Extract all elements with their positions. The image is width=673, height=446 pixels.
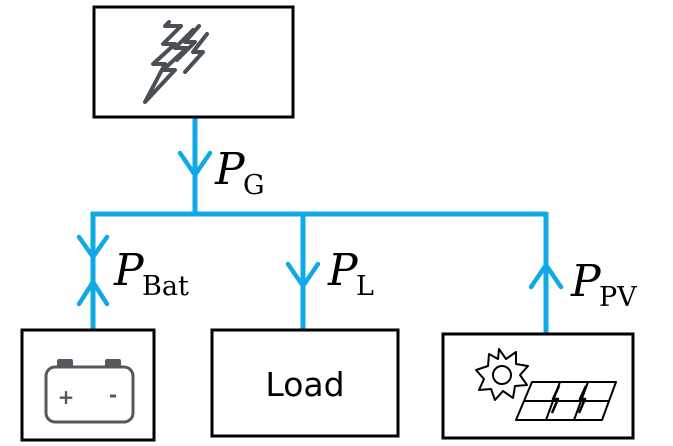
load-box-label: Load — [265, 365, 344, 404]
battery-power-label: P Bat — [113, 245, 189, 302]
pv-power-subscript: PV — [599, 282, 637, 313]
pv-power-label: P PV — [570, 256, 637, 313]
grid-power-subscript: G — [243, 170, 265, 201]
load-box — [210, 328, 400, 438]
lightning-icon — [143, 20, 209, 104]
load-power-symbol: P — [327, 245, 359, 296]
pv-box — [441, 332, 635, 440]
battery-power-symbol: P — [113, 245, 145, 296]
solar-panel-icon — [475, 348, 617, 421]
battery-plus-sign: + — [58, 385, 75, 409]
battery-icon: + - — [44, 359, 135, 424]
battery-power-subscript: Bat — [142, 271, 189, 302]
battery-charge-arrow — [76, 234, 110, 260]
load-power-label: P L — [327, 245, 374, 302]
pv-power-symbol: P — [570, 256, 602, 307]
battery-discharge-arrow — [76, 279, 110, 307]
grid-power-symbol: P — [214, 144, 246, 195]
grid-power-label: P G — [214, 144, 265, 201]
battery-minus-sign: - — [109, 383, 117, 407]
grid-flow-arrow — [177, 150, 213, 178]
load-flow-arrow — [285, 261, 321, 289]
load-power-subscript: L — [356, 271, 374, 302]
sun-icon — [475, 348, 529, 401]
pv-flow-arrow — [528, 262, 564, 290]
